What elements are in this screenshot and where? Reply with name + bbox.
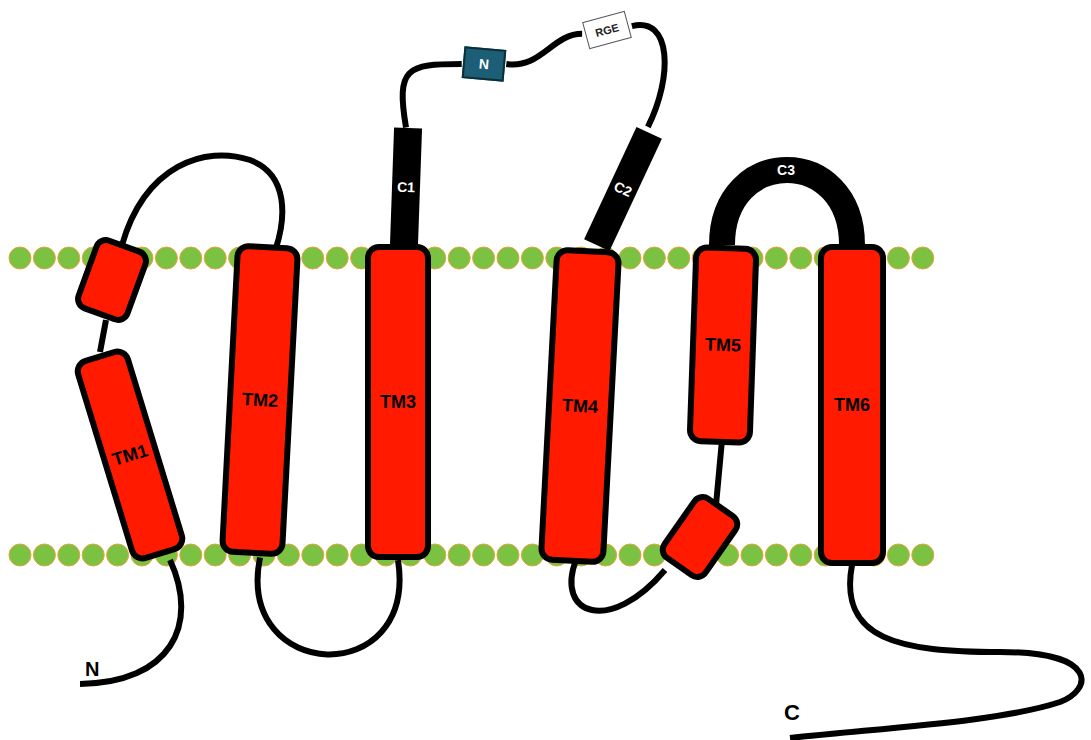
lipid-head <box>643 247 665 269</box>
node-label: C3 <box>777 162 795 178</box>
lipid-head <box>473 544 495 566</box>
linker-line <box>100 320 106 352</box>
lipid-head <box>668 247 690 269</box>
node-label: TM1 <box>110 440 151 471</box>
lipid-head <box>9 544 31 566</box>
lipid-head <box>107 544 129 566</box>
loop-connector <box>258 558 400 655</box>
node-label: N <box>478 56 489 73</box>
extracellular-loop <box>122 155 282 248</box>
transmembrane-helix: TM2 <box>219 242 301 557</box>
lipid-head <box>497 247 519 269</box>
lipid-head <box>497 544 519 566</box>
lipid-head <box>9 247 31 269</box>
lipid-head <box>180 544 202 566</box>
motif-box: RGE <box>582 11 632 49</box>
lipid-head <box>58 544 80 566</box>
lipid-head <box>302 544 324 566</box>
n-terminal-tail <box>80 560 181 684</box>
loop-connector <box>632 25 665 127</box>
lipid-head <box>448 544 470 566</box>
lipid-head <box>33 247 55 269</box>
node-label: C1 <box>397 179 415 196</box>
transmembrane-helix: TM5 <box>687 244 760 446</box>
node-label: TM2 <box>241 389 278 412</box>
lipid-head <box>204 247 226 269</box>
lipid-head <box>765 544 787 566</box>
lipid-head <box>58 247 80 269</box>
lipid-head <box>619 544 641 566</box>
node-label: TM6 <box>834 395 870 416</box>
transmembrane-helix: TM4 <box>538 246 622 565</box>
node-label: RGE <box>594 21 620 39</box>
loop-connector <box>403 64 462 128</box>
lipid-head <box>887 247 909 269</box>
lipid-head <box>741 544 763 566</box>
lipid-head <box>448 247 470 269</box>
lipid-head <box>912 544 934 566</box>
lipid-head <box>33 544 55 566</box>
lipid-head <box>155 247 177 269</box>
transmembrane-helix: TM1 <box>71 345 188 565</box>
lipid-head <box>326 544 348 566</box>
terminus-label: N <box>85 658 99 681</box>
lipid-head <box>765 247 787 269</box>
lipid-head <box>887 544 909 566</box>
helix-segment <box>75 237 148 322</box>
helix-segment <box>659 493 741 581</box>
loop-segment: C1 <box>390 128 422 247</box>
lipid-head <box>790 247 812 269</box>
transmembrane-helix: TM6 <box>818 244 886 566</box>
lipid-head <box>619 247 641 269</box>
node-label: TM4 <box>561 395 598 418</box>
node-label: C2 <box>612 178 635 200</box>
lipid-head <box>180 247 202 269</box>
transmembrane-helix: TM3 <box>365 244 431 560</box>
lipid-head <box>302 247 324 269</box>
c-terminal-tail <box>790 565 1082 738</box>
lipid-head <box>521 247 543 269</box>
lipid-head <box>912 247 934 269</box>
lipid-head <box>473 247 495 269</box>
lipid-head <box>790 544 812 566</box>
linker-line <box>716 440 722 505</box>
loop-arc: C3 <box>705 150 875 245</box>
intracellular-loop <box>571 560 665 611</box>
lipid-head <box>326 247 348 269</box>
lipid-head <box>82 544 104 566</box>
node-label: TM3 <box>380 392 416 413</box>
loop-connector <box>506 34 582 65</box>
node-label: TM5 <box>705 334 742 356</box>
loop-segment: C2 <box>584 127 662 251</box>
terminus-label: C <box>784 700 800 726</box>
glycosylation-site: N <box>462 46 507 82</box>
